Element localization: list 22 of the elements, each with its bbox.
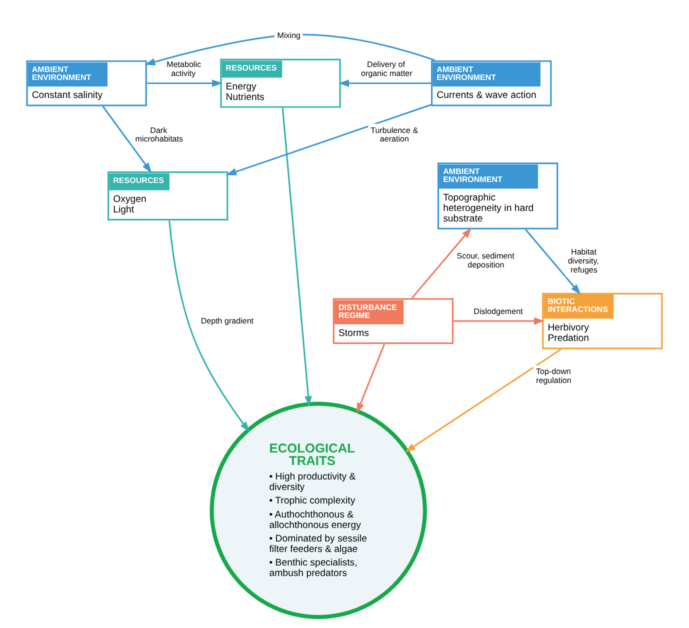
arrow bbox=[412, 228, 472, 298]
edge-label: Mixing bbox=[277, 31, 301, 40]
arrow bbox=[147, 80, 223, 87]
edge-label: Dark microhabitats bbox=[135, 126, 184, 144]
edge-label: Habitat diversity, refuges bbox=[568, 248, 599, 274]
arrow bbox=[338, 80, 431, 87]
arrow bbox=[356, 344, 386, 414]
edge-label: Delivery of organic matter bbox=[361, 60, 412, 78]
arrow bbox=[168, 220, 250, 432]
arrow bbox=[454, 317, 544, 325]
edge-label: Top-down regulation bbox=[536, 367, 572, 386]
arrow bbox=[226, 104, 432, 176]
edge-label: Depth gradient bbox=[200, 316, 254, 326]
edge-label: Dislodgement bbox=[474, 307, 523, 316]
arrow bbox=[405, 348, 562, 452]
edge-label: Metabolic activity bbox=[166, 60, 202, 78]
arrow bbox=[282, 108, 312, 407]
edge-label: Turbulence & aeration bbox=[370, 126, 418, 144]
edge-label: Scour, sediment deposition bbox=[456, 252, 514, 270]
arrow bbox=[102, 106, 152, 173]
arrow bbox=[524, 228, 581, 295]
arrow bbox=[144, 34, 436, 66]
